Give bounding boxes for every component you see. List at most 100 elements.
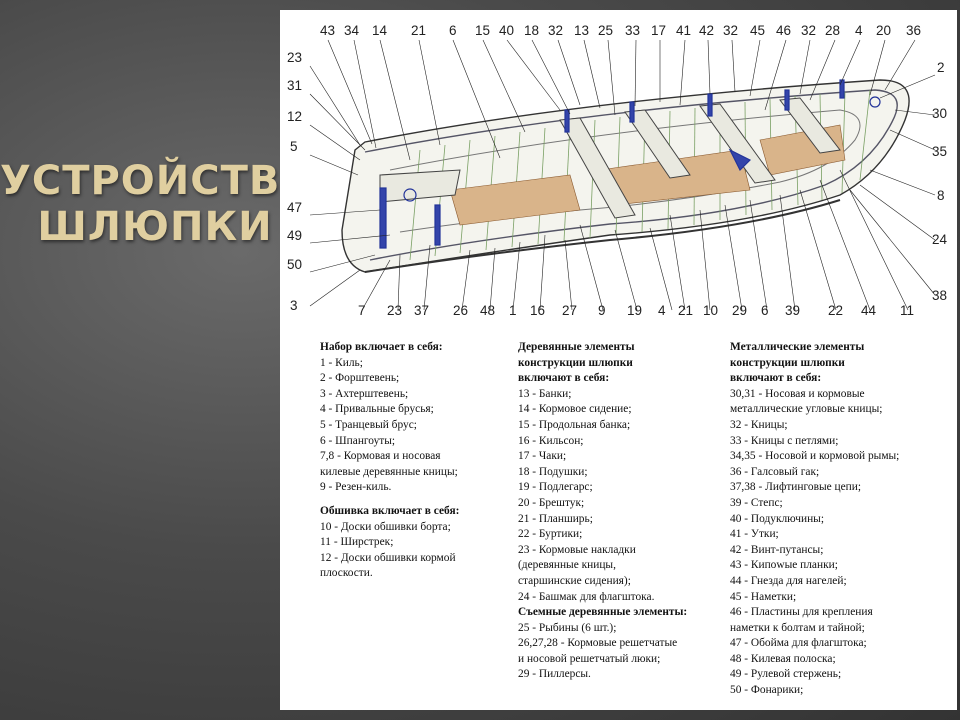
callout-32: 32	[548, 23, 563, 38]
legend-item: 2 - Форштевень;	[320, 372, 400, 385]
callout-2: 2	[937, 60, 945, 75]
legend-item: 33 - Кницы с петлями;	[730, 434, 839, 447]
callout-12: 12	[287, 109, 302, 124]
callout-6-bottom: 6	[761, 303, 769, 318]
callout-3: 3	[290, 298, 298, 313]
legend-item: 30,31 - Носовая и кормовые	[730, 387, 865, 400]
legend-item: 4 - Привальные брусья;	[320, 403, 434, 416]
legend-item: 43 - Кипowые планки;	[730, 559, 838, 572]
legend-item: 3 - Ахтерштевень;	[320, 387, 409, 400]
callout-21-bottom: 21	[678, 303, 693, 318]
callout-43: 43	[320, 23, 335, 38]
legend-item: 26,27,28 - Кормовые решетчатые	[518, 637, 678, 650]
callout-34: 34	[344, 23, 360, 38]
callout-48: 48	[480, 303, 495, 318]
legend-item: металлические угловые кницы;	[730, 403, 883, 416]
legend-item: плоскости.	[320, 567, 373, 580]
legend-heading: Съемные деревянные элементы:	[518, 606, 688, 619]
callout-11: 11	[900, 303, 914, 318]
callout-21: 21	[411, 23, 426, 38]
legend-item: 19 - Подлегарс;	[518, 481, 593, 494]
legend-item: наметки к болтам и тайной;	[730, 621, 865, 634]
legend-item: 36 - Галсовый гак;	[730, 465, 820, 478]
legend-item: 32 - Кницы;	[730, 418, 788, 431]
callout-17: 17	[651, 23, 666, 38]
legend-item: 24 - Башмак для флагштока.	[518, 590, 655, 603]
legend-item: старшинские сидения);	[518, 574, 631, 587]
diagram-panel: 43 34 14 21 6 15 40 18 32 13 25 33 17 41…	[280, 10, 957, 710]
callout-26: 26	[453, 303, 468, 318]
callout-25: 25	[598, 23, 613, 38]
callout-44: 44	[861, 303, 877, 318]
legend-item: 40 - Подуключины;	[730, 512, 824, 525]
boat-diagram: 43 34 14 21 6 15 40 18 32 13 25 33 17 41…	[287, 23, 948, 318]
title-line-1: УСТРОЙСТВО	[0, 158, 316, 204]
legend-heading: Обшивка включает в себя:	[320, 504, 460, 517]
legend-list: 30,31 - Носовая и кормовые металлические …	[730, 387, 945, 699]
legend-heading: Металлические элементы	[730, 341, 865, 353]
callouts-right: 2 30 35 8 24 38	[932, 60, 948, 303]
legend-item: 9 - Резен-киль.	[320, 481, 392, 494]
legend-metal-elements: Металлические элементы конструкции шлюпк…	[730, 340, 945, 699]
legend-item: килевые деревянные кницы;	[320, 465, 458, 478]
legend-item: 16 - Кильсон;	[518, 434, 584, 447]
callout-37: 37	[414, 303, 429, 318]
callout-39: 39	[785, 303, 800, 318]
callout-23-bottom: 23	[387, 303, 402, 318]
callout-7: 7	[358, 303, 366, 318]
callout-22: 22	[828, 303, 843, 318]
legend-list: 10 - Доски обшивки борта;11 - Ширстрек;1…	[320, 520, 500, 582]
legend-heading: конструкции шлюпки	[730, 356, 845, 369]
callout-42: 42	[699, 23, 714, 38]
legend-heading: Деревянные элементы	[518, 341, 635, 353]
legend-item: 47 - Обойма для флагштока;	[730, 637, 867, 650]
callout-20: 20	[876, 23, 891, 38]
legend-item: 13 - Банки;	[518, 387, 572, 400]
callout-6: 6	[449, 23, 457, 38]
legend-item: 23 - Кормовые накладки	[518, 543, 636, 556]
callout-13: 13	[574, 23, 589, 38]
title-line-2: ШЛЮПКИ	[37, 204, 273, 250]
legend-item: 37,38 - Лифтинговые цепи;	[730, 481, 862, 494]
callout-24: 24	[932, 232, 948, 247]
callout-32b: 32	[723, 23, 738, 38]
legend-item: 42 - Винт-путансы;	[730, 543, 824, 556]
callout-14: 14	[372, 23, 388, 38]
callout-19: 19	[627, 303, 642, 318]
legend-item: 34,35 - Носовой и кормовой рымы;	[730, 450, 900, 463]
callout-30: 30	[932, 106, 947, 121]
legend-item: 11 - Ширстрек;	[320, 536, 394, 549]
legend-item: 10 - Доски обшивки борта;	[320, 520, 451, 533]
legend-heading: включают в себя:	[518, 372, 610, 385]
legend-item: 41 - Утки;	[730, 528, 779, 541]
legend-item: 39 - Степс;	[730, 496, 783, 509]
legend-item: 1 - Киль;	[320, 356, 363, 369]
callout-47: 47	[287, 200, 302, 215]
legend-item: 18 - Подушки;	[518, 465, 588, 478]
legend-heading: Набор включает в себя:	[320, 341, 443, 353]
callout-31: 31	[287, 78, 302, 93]
callout-16: 16	[530, 303, 545, 318]
callout-18: 18	[524, 23, 539, 38]
legend-item: 14 - Кормовое сидение;	[518, 403, 632, 416]
legend-heading: конструкции шлюпки	[518, 356, 633, 369]
legend-item: 44 - Гнезда для нагелей;	[730, 574, 847, 587]
legend-item: 50 - Фонарики;	[730, 684, 804, 697]
callout-23: 23	[287, 50, 302, 65]
legend-item: 46 - Пластины для крепления	[730, 606, 873, 619]
callout-27: 27	[562, 303, 577, 318]
legend-item: 17 - Чаки;	[518, 450, 567, 463]
callout-5: 5	[290, 139, 298, 154]
legend-item: 29 - Пиллерсы.	[518, 668, 591, 681]
legend-item: 15 - Продольная банка;	[518, 418, 631, 431]
legend-hull-structure: Набор включает в себя: 1 - Киль; 2 - Форш…	[320, 340, 500, 582]
callout-15: 15	[475, 23, 490, 38]
legend-item: (деревянные кницы,	[518, 559, 616, 572]
leader-lines	[309, 39, 936, 311]
legend-item: 21 - Планширь;	[518, 512, 593, 525]
legend-item: 7,8 - Кормовая и носовая	[320, 450, 441, 463]
callout-4: 4	[855, 23, 863, 38]
legend-wooden-elements: Деревянные элементы конструкции шлюпки в…	[518, 340, 718, 683]
slide-title: УСТРОЙСТВО ШЛЮПКИ	[0, 158, 316, 250]
legend-item: 48 - Килевая полоска;	[730, 652, 836, 665]
